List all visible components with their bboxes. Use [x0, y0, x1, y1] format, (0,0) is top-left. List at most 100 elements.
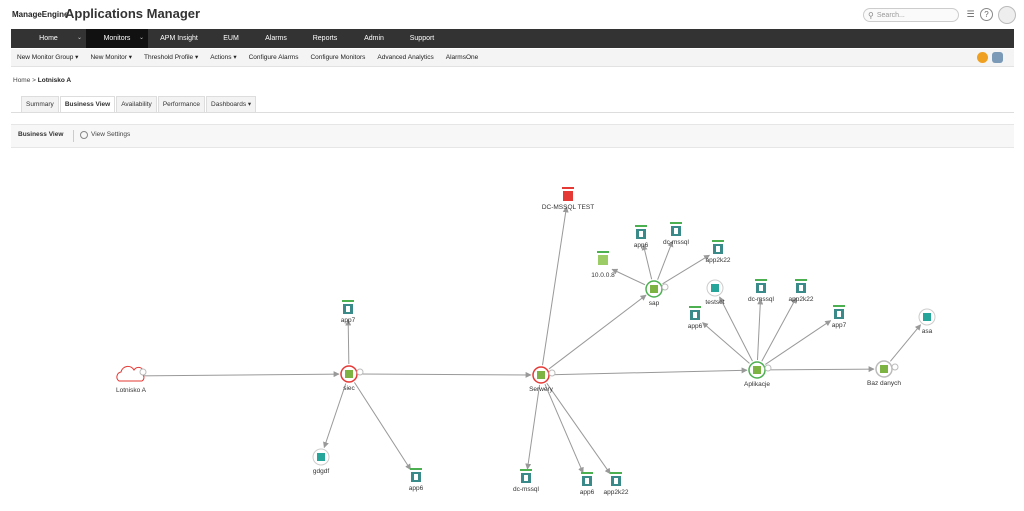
node-app7a[interactable]: app7	[341, 300, 356, 324]
subnav-new-monitor[interactable]: New Monitor ▾	[90, 54, 132, 61]
tab-dashboards[interactable]: Dashboards ▾	[206, 96, 257, 112]
node-app2k22a[interactable]: app2k22	[706, 240, 731, 264]
node-app6b[interactable]: app6	[634, 225, 649, 249]
server-icon-detail	[693, 312, 697, 318]
gear-icon[interactable]	[80, 131, 88, 139]
node-label: app6	[688, 323, 703, 330]
node-label: app6	[409, 485, 424, 492]
node-aplikacje[interactable]: Aplikacje	[744, 361, 772, 388]
node-app2k22c[interactable]: app2k22	[789, 279, 814, 303]
chevron-down-icon: ⌄	[138, 35, 144, 41]
node-label: Serwery	[529, 386, 554, 393]
node-label: Lotnisko A	[116, 387, 147, 394]
server-icon-detail	[759, 285, 763, 291]
server-icon-detail	[614, 478, 618, 484]
subnav-threshold-profile[interactable]: Threshold Profile ▾	[144, 54, 199, 61]
server-icon-detail	[639, 231, 643, 237]
node-dcmssql1[interactable]: dc-mssql	[663, 222, 690, 246]
search-input[interactable]: ⚲ Search...	[863, 8, 959, 22]
print-icon[interactable]	[992, 52, 1003, 63]
tab-summary[interactable]: Summary	[21, 96, 59, 112]
help-icon[interactable]: ?	[980, 8, 993, 21]
node-dcmssql3[interactable]: dc-mssql	[748, 279, 775, 303]
edge-lotnisko-siec	[140, 371, 340, 378]
subnav-configure-monitors[interactable]: Configure Monitors	[310, 54, 366, 61]
edge-bazdanych-asa	[889, 324, 922, 362]
server-icon-detail	[837, 311, 841, 317]
tab-performance[interactable]: Performance	[157, 96, 206, 112]
status-dot	[548, 369, 556, 377]
node-app2k22b[interactable]: app2k22	[604, 472, 629, 496]
nav-alarms[interactable]: Alarms	[252, 29, 300, 48]
node-label: Aplikacje	[744, 381, 770, 388]
node-dcmssqltest[interactable]: DC-MSSQL TEST	[542, 187, 594, 211]
status-bar	[562, 187, 574, 189]
nav-label: Monitors	[103, 35, 131, 42]
toolbar-separator	[73, 130, 74, 142]
node-testset[interactable]: testset	[705, 279, 725, 306]
subnav-new-monitor-group[interactable]: New Monitor Group ▾	[17, 54, 79, 61]
edge-sap-app6b	[641, 244, 653, 280]
subnav-alarmsone[interactable]: AlarmsOne	[445, 54, 479, 61]
node-label: siec	[343, 385, 355, 392]
status-dot	[891, 363, 899, 371]
edge-aplikacje-app2k22c	[761, 297, 797, 362]
node-lotnisko[interactable]: Lotnisko A	[116, 365, 147, 394]
status-bar	[795, 279, 807, 281]
breadcrumb-home[interactable]: Home	[13, 77, 31, 84]
key-icon[interactable]	[977, 52, 988, 63]
edge-siec-serwery	[358, 371, 532, 378]
nav-apm-insight[interactable]: APM Insight	[148, 29, 210, 48]
nav-support[interactable]: Support	[398, 29, 446, 48]
view-settings-link[interactable]: View Settings	[91, 131, 131, 138]
tab-business-view[interactable]: Business View	[59, 96, 116, 112]
node-label: app6	[634, 242, 649, 249]
status-bar	[342, 300, 354, 302]
nav-admin[interactable]: Admin	[350, 29, 398, 48]
subnav-actions[interactable]: Actions ▾	[210, 54, 237, 61]
node-serwery[interactable]: Serwery	[529, 366, 556, 393]
edge-serwery-dcmssqltest	[542, 206, 569, 366]
node-siec[interactable]: siec	[340, 365, 364, 392]
node-app7b[interactable]: app7	[832, 305, 847, 329]
node-label: app6	[580, 489, 595, 496]
nav-reports[interactable]: Reports	[300, 29, 350, 48]
status-bar	[689, 306, 701, 308]
brand-logo[interactable]: ManageEngine	[12, 10, 69, 19]
server-group-icon	[880, 365, 888, 373]
nav-eum[interactable]: EUM	[210, 29, 252, 48]
tab-availability[interactable]: Availability	[116, 96, 157, 112]
node-sap[interactable]: sap	[645, 280, 669, 307]
node-app6a[interactable]: app6	[409, 468, 424, 492]
node-label: dc-mssql	[748, 296, 775, 303]
avatar[interactable]	[998, 6, 1016, 24]
nav-label: Alarms	[265, 35, 287, 42]
node-dcmssql2[interactable]: dc-mssql	[513, 469, 540, 493]
nav-home[interactable]: Home⌄	[11, 29, 86, 48]
menu-icon[interactable]: ☰	[966, 9, 975, 19]
node-app6d[interactable]: app6	[688, 306, 703, 330]
node-ip[interactable]: 10.0.0.8	[591, 251, 615, 279]
status-bar	[712, 240, 724, 242]
node-gdgdf[interactable]: gdgdf	[312, 448, 330, 475]
edge-aplikacje-bazdanych	[766, 366, 875, 373]
server-group-icon	[753, 366, 761, 374]
subnav-advanced-analytics[interactable]: Advanced Analytics	[377, 54, 434, 61]
server-icon-detail	[585, 478, 589, 484]
node-asa[interactable]: asa	[918, 308, 936, 335]
edge-serwery-app6c	[544, 383, 584, 474]
nav-monitors[interactable]: Monitors ⌄	[86, 29, 148, 48]
node-bazdanych[interactable]: Baz danych	[867, 360, 901, 387]
cloud-icon	[116, 365, 145, 382]
app-header: ManageEngine Applications Manager ⚲ Sear…	[0, 0, 1024, 29]
business-view-toolbar: Business View View Settings	[11, 124, 1014, 148]
status-dot	[139, 368, 147, 376]
node-app6c[interactable]: app6	[580, 472, 595, 496]
subnav-configure-alarms[interactable]: Configure Alarms	[248, 54, 299, 61]
status-bar	[635, 225, 647, 227]
edge-aplikacje-app7b	[765, 320, 832, 365]
node-label: DC-MSSQL TEST	[542, 204, 594, 211]
server-icon-detail	[346, 306, 350, 312]
